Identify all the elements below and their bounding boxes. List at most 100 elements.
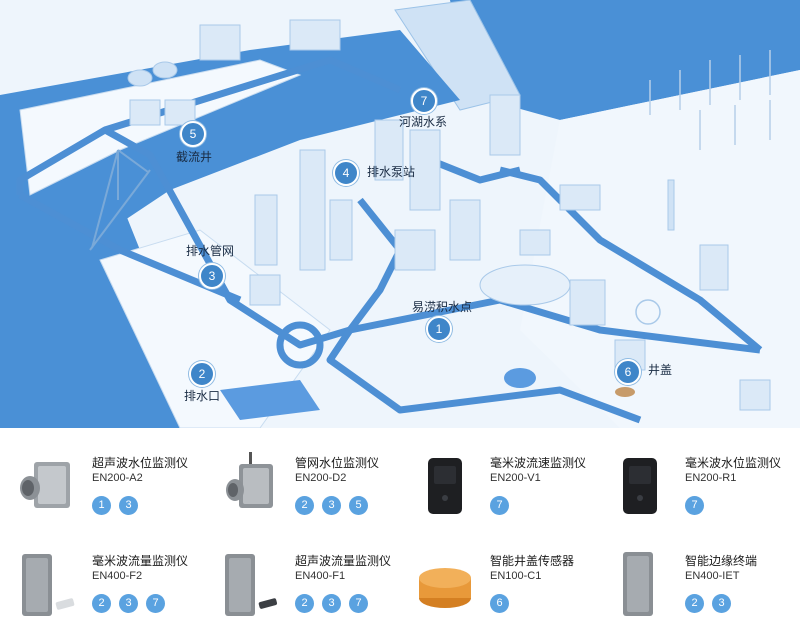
ultrasonic-level-sensor-icon xyxy=(20,462,70,508)
zone-label-5: 截流井 xyxy=(176,150,213,164)
product-model: EN400-F2 xyxy=(92,570,143,582)
scenario-badges: 1 3 xyxy=(92,496,138,515)
product-name: 超声波流量监测仪 xyxy=(295,554,392,568)
product-name: 管网水位监测仪 xyxy=(295,456,380,470)
scenario-badges: 2 3 5 xyxy=(295,496,368,515)
product-name: 毫米波流速监测仪 xyxy=(490,456,587,470)
zone-marker-5[interactable]: 5 xyxy=(180,121,206,147)
product-card[interactable]: 毫米波流速监测仪 EN200-V1 7 xyxy=(398,440,593,530)
building xyxy=(374,119,404,181)
scenario-badge: 2 xyxy=(685,594,704,613)
ferris-wheel xyxy=(635,299,661,325)
building xyxy=(739,379,771,411)
dome xyxy=(504,368,536,388)
stadium xyxy=(479,264,571,306)
city-scene: 1 易涝积水点 2 排水口 3 排水管网 4 排水泵站 5 截流井 6 井盖 7… xyxy=(0,0,800,428)
roundabout xyxy=(276,321,324,369)
product-card[interactable]: 毫米波水位监测仪 EN200-R1 7 xyxy=(593,440,788,530)
tower xyxy=(299,149,326,271)
product-card[interactable]: 智能边缘终端 EN400-IET 2 3 xyxy=(593,538,788,628)
road-network xyxy=(16,56,763,424)
product-model: EN200-A2 xyxy=(92,472,143,484)
scenario-badge: 2 xyxy=(92,594,111,613)
scenario-badge: 2 xyxy=(295,594,314,613)
zone-marker-6[interactable]: 6 xyxy=(615,359,641,385)
product-name: 毫米波水位监测仪 xyxy=(685,456,782,470)
scenario-badge: 5 xyxy=(349,496,368,515)
product-name: 毫米波流量监测仪 xyxy=(92,554,189,568)
building xyxy=(394,229,436,271)
product-name: 智能井盖传感器 xyxy=(490,554,575,568)
pipe-level-sensor-icon xyxy=(226,452,273,508)
zone-label-3: 排水管网 xyxy=(186,244,235,258)
city-map xyxy=(0,0,800,428)
product-list: 超声波水位监测仪 EN200-A2 1 3 管网水位监测仪 EN200-D2 2… xyxy=(0,432,800,635)
building xyxy=(329,199,353,261)
zone-label-2: 排水口 xyxy=(184,389,221,403)
zone-label-6: 井盖 xyxy=(648,363,673,377)
building xyxy=(249,274,281,306)
road-west xyxy=(18,191,242,304)
building xyxy=(129,99,161,126)
east-district xyxy=(520,70,800,428)
factory xyxy=(289,19,341,51)
zone-marker-1[interactable]: 1 xyxy=(426,316,452,342)
zone-label-1: 易涝积水点 xyxy=(412,300,473,314)
building xyxy=(449,199,481,261)
edge-terminal-icon xyxy=(623,552,653,616)
road-center xyxy=(428,156,521,184)
building xyxy=(569,279,606,326)
upper-river xyxy=(450,0,800,120)
zone-marker-4[interactable]: 4 xyxy=(333,160,359,186)
product-card[interactable]: 智能井盖传感器 EN100-C1 6 xyxy=(398,538,593,628)
south-bank xyxy=(99,229,331,428)
factory xyxy=(199,24,241,61)
zone-label-7: 河湖水系 xyxy=(399,115,448,129)
building xyxy=(254,194,278,266)
scenario-badges: 2 3 7 xyxy=(295,594,368,613)
cooling-tower xyxy=(127,69,153,87)
wind-farm xyxy=(649,50,771,150)
scenario-badges: 7 xyxy=(685,496,704,515)
scenario-badge: 2 xyxy=(295,496,314,515)
ultrasonic-flow-sensor-icon xyxy=(225,554,278,616)
cooling-tower xyxy=(152,61,178,79)
product-name: 超声波水位监测仪 xyxy=(92,456,189,470)
scenario-badge: 3 xyxy=(119,594,138,613)
scenario-badge: 7 xyxy=(685,496,704,515)
building xyxy=(519,229,551,256)
zone-marker-7[interactable]: 7 xyxy=(411,88,437,114)
buildings xyxy=(129,19,771,411)
scenario-badges: 6 xyxy=(490,594,509,613)
scenario-badge: 7 xyxy=(349,594,368,613)
zone-label-4: 排水泵站 xyxy=(367,165,416,179)
zone-marker-2[interactable]: 2 xyxy=(189,361,215,387)
product-model: EN100-C1 xyxy=(490,570,542,582)
scenario-badge: 3 xyxy=(712,594,731,613)
scenario-badge: 7 xyxy=(146,594,165,613)
bridge xyxy=(89,149,151,251)
product-model: EN400-IET xyxy=(685,570,740,582)
scenario-badge: 3 xyxy=(119,496,138,515)
scenario-badge: 3 xyxy=(322,594,341,613)
product-name: 智能边缘终端 xyxy=(685,554,758,568)
port xyxy=(220,380,320,420)
product-card[interactable]: 毫米波流量监测仪 EN400-F2 2 3 7 xyxy=(0,538,195,628)
building xyxy=(559,184,601,211)
building xyxy=(699,244,729,291)
scenario-badge: 6 xyxy=(490,594,509,613)
building xyxy=(489,94,521,156)
mmwave-level-sensor-icon xyxy=(623,458,657,514)
product-card[interactable]: 管网水位监测仪 EN200-D2 2 3 5 xyxy=(203,440,398,530)
road-main xyxy=(16,126,761,354)
tower-landmark xyxy=(667,179,675,231)
product-model: EN400-F1 xyxy=(295,570,346,582)
product-card[interactable]: 超声波水位监测仪 EN200-A2 1 3 xyxy=(0,440,195,530)
product-card[interactable]: 超声波流量监测仪 EN400-F1 2 3 7 xyxy=(203,538,398,628)
manhole xyxy=(615,387,635,397)
product-model: EN200-D2 xyxy=(295,472,347,484)
building xyxy=(409,129,441,211)
scenario-badge: 7 xyxy=(490,496,509,515)
scenario-badges: 2 3 xyxy=(685,594,731,613)
zone-marker-3[interactable]: 3 xyxy=(199,263,225,289)
